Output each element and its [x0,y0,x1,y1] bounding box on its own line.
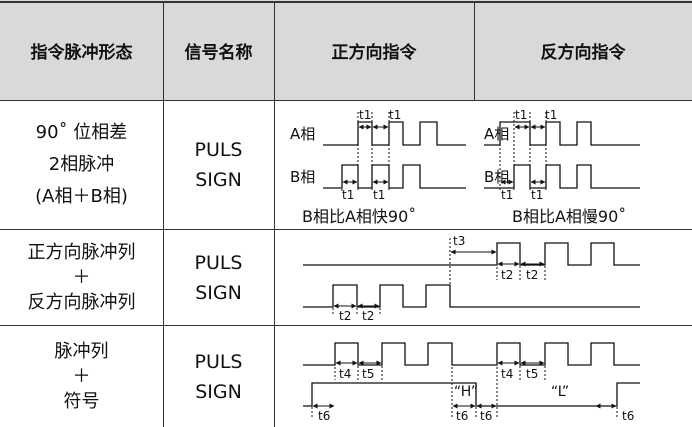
t1-label: t1 [342,188,354,202]
row3-form-line3: 符号 [63,390,100,412]
t4-label: t4 [339,367,351,381]
row2-arrows [333,249,545,309]
t6-label: t6 [456,409,468,423]
header-command-form: 指令脉冲形态 [30,42,133,63]
row1-fwd-t1-arrows [342,124,389,185]
row1-rev-t1-arrows [500,124,546,185]
row-divider-1 [0,229,692,230]
col-divider-2 [274,1,275,427]
row2-form: 正方向脉冲列 ＋ 反方向脉冲列 [0,230,163,325]
row1-fwd-a-label: A相 [290,125,315,143]
row1-form-line2: 2相脉冲 [48,154,115,175]
row1-rev-b-wave [484,164,640,189]
header-signal-name: 信号名称 [184,42,253,63]
row3-l-label: “L” [551,384,569,400]
t1-label: t1 [515,108,527,122]
row3-form-line2: ＋ [72,365,91,387]
table-header [0,0,692,100]
row2-signal-sign: SIGN [195,281,242,304]
row2-form-line2: ＋ [72,266,91,288]
row1-rev-a-label: A相 [484,125,509,143]
row3-puls-wave [303,342,640,366]
t2-label: t2 [501,268,513,282]
row1-signal-puls: PULS [194,139,243,161]
header-divider [0,100,692,101]
t3-label: t3 [453,234,465,248]
row2-sign-wave [303,284,640,308]
t2-label: t2 [362,309,374,323]
t1-label: t1 [359,108,371,122]
col-divider-3 [474,1,475,101]
t5-label: t5 [362,367,374,381]
row2-puls-wave [303,242,640,266]
row1-form: 90˚ 位相差 2相脉冲 (A相＋B相) [0,101,163,229]
col-divider-1 [163,1,164,427]
row2-form-line1: 正方向脉冲列 [27,241,136,263]
t6-label: t6 [622,409,634,423]
t5-label: t5 [526,367,538,381]
row1-form-line3: (A相＋B相) [35,186,128,207]
row3-form: 脉冲列 ＋ 符号 [0,326,163,427]
t2-label: t2 [526,268,538,282]
header-forward-command: 正方向指令 [331,42,417,63]
t1-label: t1 [389,108,401,122]
t6-label: t6 [480,409,492,423]
header-reverse-command: 反方向指令 [540,42,626,63]
row3-signal-sign: SIGN [195,380,242,403]
row1-fwd-guides [341,112,390,192]
t4-label: t4 [501,367,513,381]
row1-fwd-a-wave [323,121,466,146]
row1-signal: PULS SIGN [163,101,274,229]
row2-signal-puls: PULS [194,251,243,274]
row1-rev-a-wave [484,121,640,146]
row1-fwd-caption: B相比A相快90˚ [302,207,416,226]
table-top-border [0,1,692,3]
row2-form-line3: 反方向脉冲列 [27,291,136,313]
row3-form-line1: 脉冲列 [54,340,109,362]
row1-rev-b-label: B相 [484,168,509,186]
row1-signal-sign: SIGN [195,169,242,191]
row1-fwd-b-label: B相 [290,168,315,186]
t1-label: t1 [373,188,385,202]
t6-label: t6 [318,409,330,423]
t1-label: t1 [545,108,557,122]
row2-guides [332,238,546,314]
row1-form-line1: 90˚ 位相差 [35,122,128,143]
row1-rev-guides [499,112,547,192]
row3-guides [311,343,618,418]
row1-rev-caption: B相比A相慢90˚ [512,207,626,226]
t2-label: t2 [339,309,351,323]
row1-fwd-b-wave [323,164,466,189]
row2-signal: PULS SIGN [163,230,274,325]
row3-h-label: “H” [454,384,478,400]
row3-signal: PULS SIGN [163,326,274,427]
row-divider-2 [0,325,692,326]
t1-label: t1 [501,188,513,202]
row3-signal-puls: PULS [194,350,243,373]
t1-label: t1 [531,188,543,202]
row3-sign-wave [303,382,640,407]
row3-arrows [312,360,617,409]
